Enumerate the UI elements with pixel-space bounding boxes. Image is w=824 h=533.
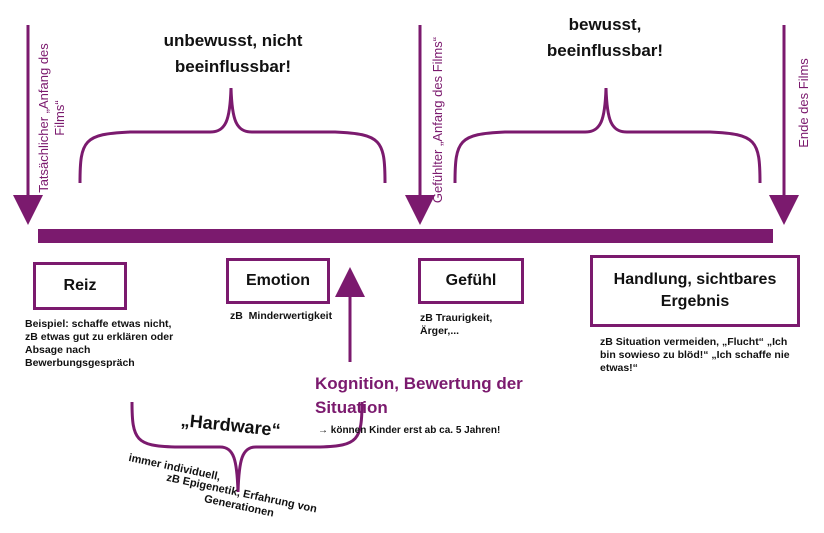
timeline-bar [38,229,773,243]
reiz-title: Reiz [63,277,97,294]
emotion-title: Emotion [246,272,310,289]
conscious-heading: bewusst, beeinflussbar! [546,15,664,60]
handlung-title: Handlung, sichtbares Ergebnis [613,271,777,310]
reiz-box: Reiz [33,262,127,310]
handlung-text: zB Situation vermeiden, „Flucht“ „Ich bi… [600,336,790,374]
gefuehl-title: Gefühl [445,272,497,289]
gefuehl-box: Gefühl [418,258,524,304]
kognition-note: → können Kinder erst ab ca. 5 Jahren! [318,425,501,436]
kognition-title: Kognition, Bewertung der Situation [315,374,523,417]
actual-start-label: Tatsächlicher „Anfang des Films“ [36,43,67,193]
conscious-brace [453,87,762,184]
reiz-text: Beispiel: schaffe etwas nicht, zB etwas … [25,318,174,369]
felt-start-label: Gefühlter „Anfang des Films“ [430,36,445,204]
end-label: Ende des Films [796,58,811,148]
emotion-box: Emotion [226,258,330,304]
handlung-box: Handlung, sichtbares Ergebnis [590,255,800,327]
unconscious-heading: unbewusst, nicht beeinflussbar! [163,31,303,76]
emotion-text: zB Minderwertigkeit [230,310,333,322]
unconscious-brace [78,87,387,184]
gefuehl-text: zB Traurigkeit, Ärger,... [420,312,493,337]
hardware-brace [130,401,364,493]
